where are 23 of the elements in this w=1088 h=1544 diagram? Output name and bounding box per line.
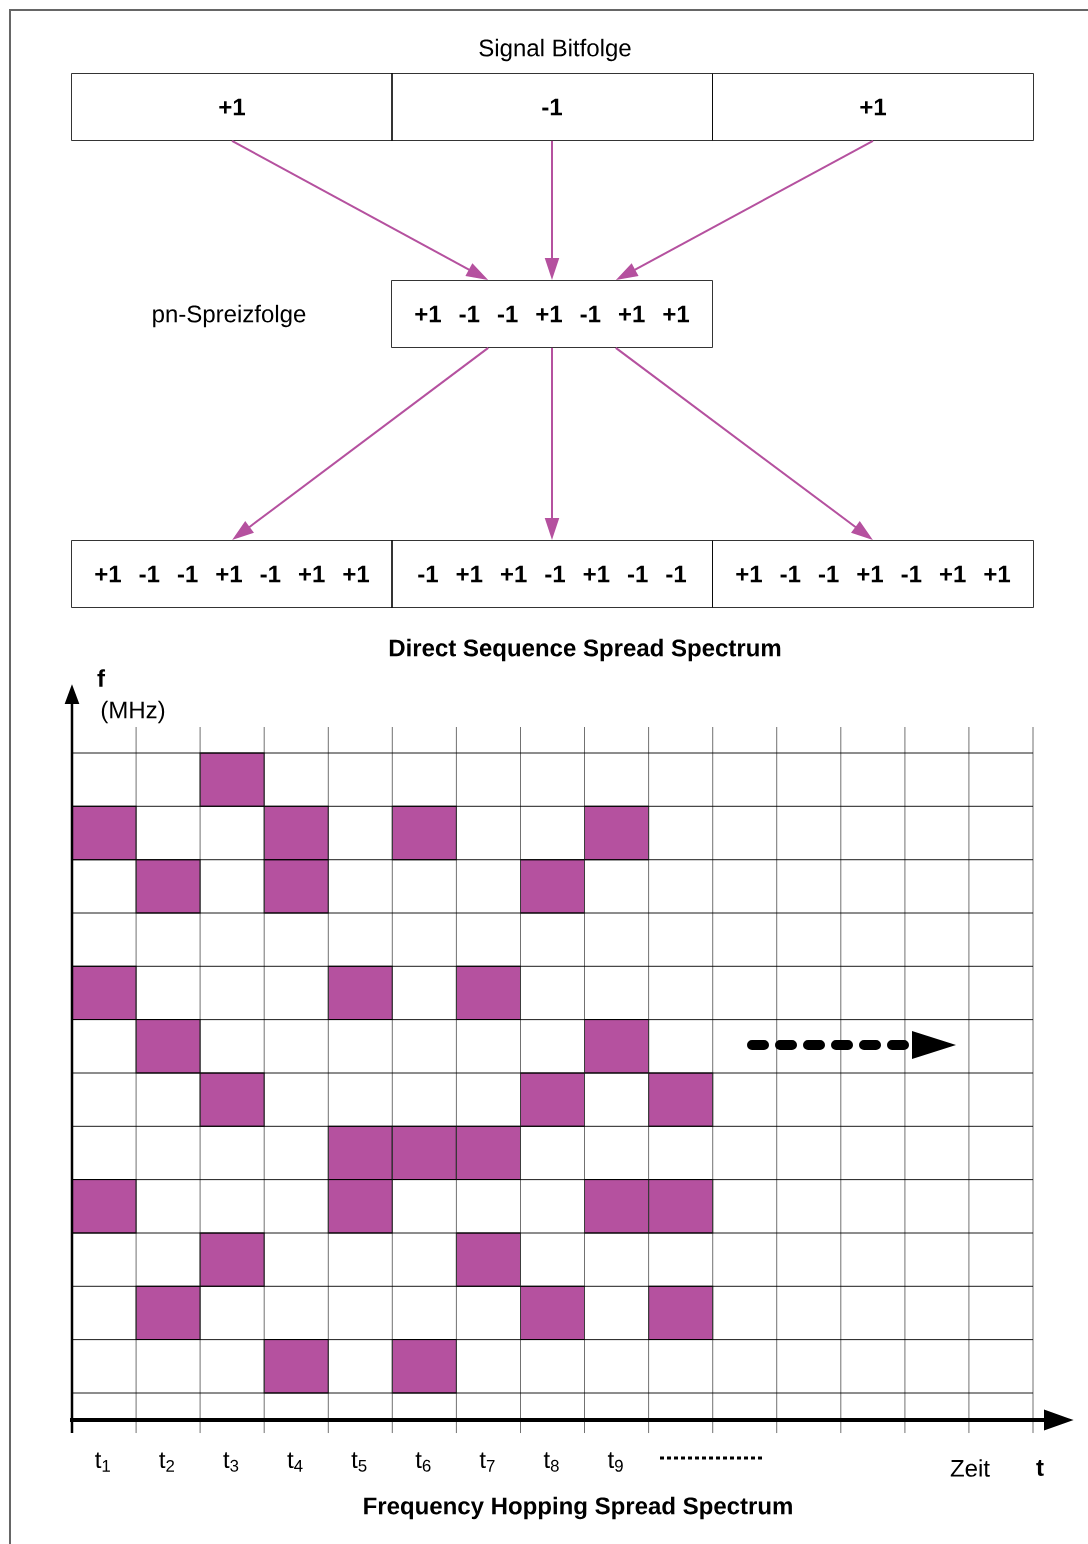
tick-label: t$_{8}$ bbox=[543, 1452, 559, 1472]
axis-label: Zeit bbox=[950, 1459, 990, 1477]
tick-label: t$_{2}$ bbox=[159, 1452, 174, 1472]
caption: Direct Sequence Spread Spectrum bbox=[389, 638, 781, 662]
sequence-box: -1 bbox=[391, 73, 713, 141]
sequence-box: +1 bbox=[71, 73, 393, 141]
sequence-box: -1 +1 +1 -1 +1 -1 -1 bbox=[391, 540, 713, 608]
caption: Frequency Hopping Spread Spectrum bbox=[364, 1496, 792, 1520]
axis-label: f bbox=[97, 669, 106, 687]
tick-label: t$_{7}$ bbox=[479, 1452, 495, 1472]
tick-label: t$_{6}$ bbox=[415, 1452, 431, 1472]
side-label: pn-Spreizfolge bbox=[153, 304, 306, 328]
tick-label: t$_{9}$ bbox=[607, 1452, 623, 1472]
sequence-box: +1 -1 -1 +1 -1 +1 +1 bbox=[391, 280, 713, 348]
tick-label: t$_{4}$ bbox=[287, 1452, 303, 1472]
sequence-box: +1 bbox=[712, 73, 1034, 141]
tick-label: t$_{3}$ bbox=[223, 1452, 239, 1472]
sequence-box: +1 -1 -1 +1 -1 +1 +1 bbox=[71, 540, 393, 608]
tick-label: t$_{5}$ bbox=[351, 1452, 367, 1472]
axis-label: t bbox=[1036, 1460, 1044, 1476]
tick-label: t$_{1}$ bbox=[95, 1452, 110, 1472]
axis-unit: (MHz) bbox=[101, 700, 165, 724]
sequence-box: +1 -1 -1 +1 -1 +1 +1 bbox=[712, 540, 1034, 608]
